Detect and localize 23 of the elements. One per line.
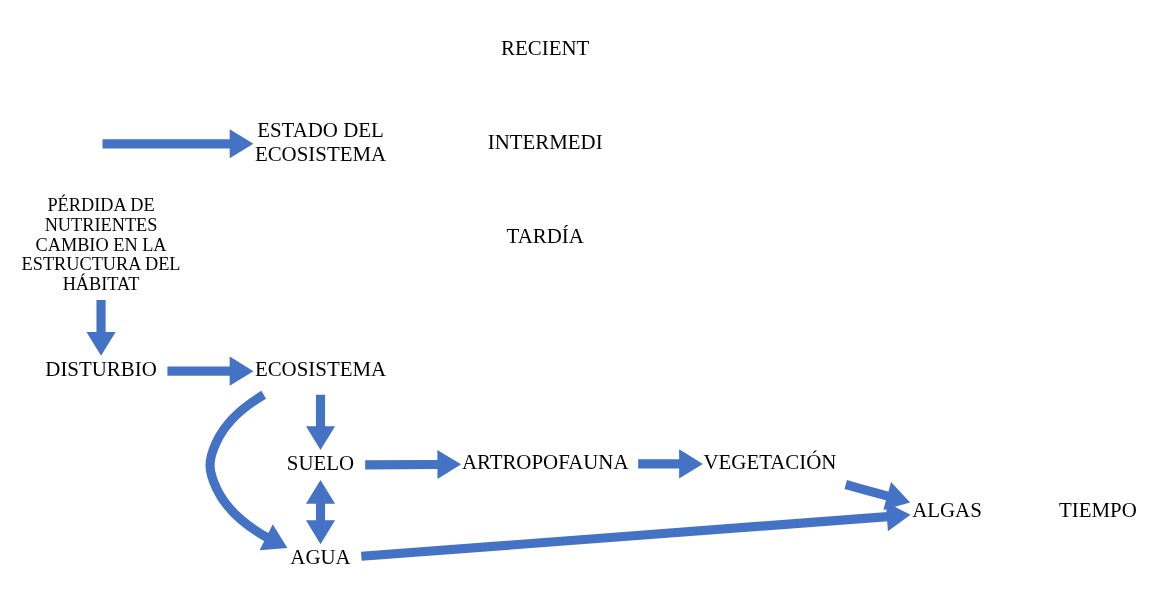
node-text: VEGETACIÓN (703, 449, 837, 474)
node-text: DISTURBIO (45, 356, 157, 381)
label: RECIENT (501, 35, 590, 60)
arrow (305, 479, 336, 544)
arrow (205, 390, 288, 550)
node-text: PÉRDIDA DE NUTRIENTES CAMBIO EN LA ESTRUCTURA DEL HÁBITAT (21, 194, 181, 294)
label: TARDÍA (506, 223, 584, 248)
node-text: ALGAS (912, 497, 982, 522)
label: INTERMEDI (487, 129, 603, 154)
node-text: ECOSISTEMA (254, 356, 387, 381)
node-text: AGUA (290, 544, 351, 569)
arrow (305, 394, 336, 450)
arrow (102, 128, 254, 158)
arrow (365, 449, 462, 479)
node-text: ESTADO DEL ECOSISTEMA (254, 117, 387, 166)
label: TIEMPO (1058, 497, 1137, 522)
arrow (844, 479, 911, 510)
node-text: SUELO (286, 450, 355, 475)
node-text: ARTROPOFAUNA (461, 449, 629, 474)
arrow (167, 356, 254, 386)
arrow (638, 448, 703, 478)
arrow (86, 299, 116, 356)
arrow (360, 501, 911, 561)
